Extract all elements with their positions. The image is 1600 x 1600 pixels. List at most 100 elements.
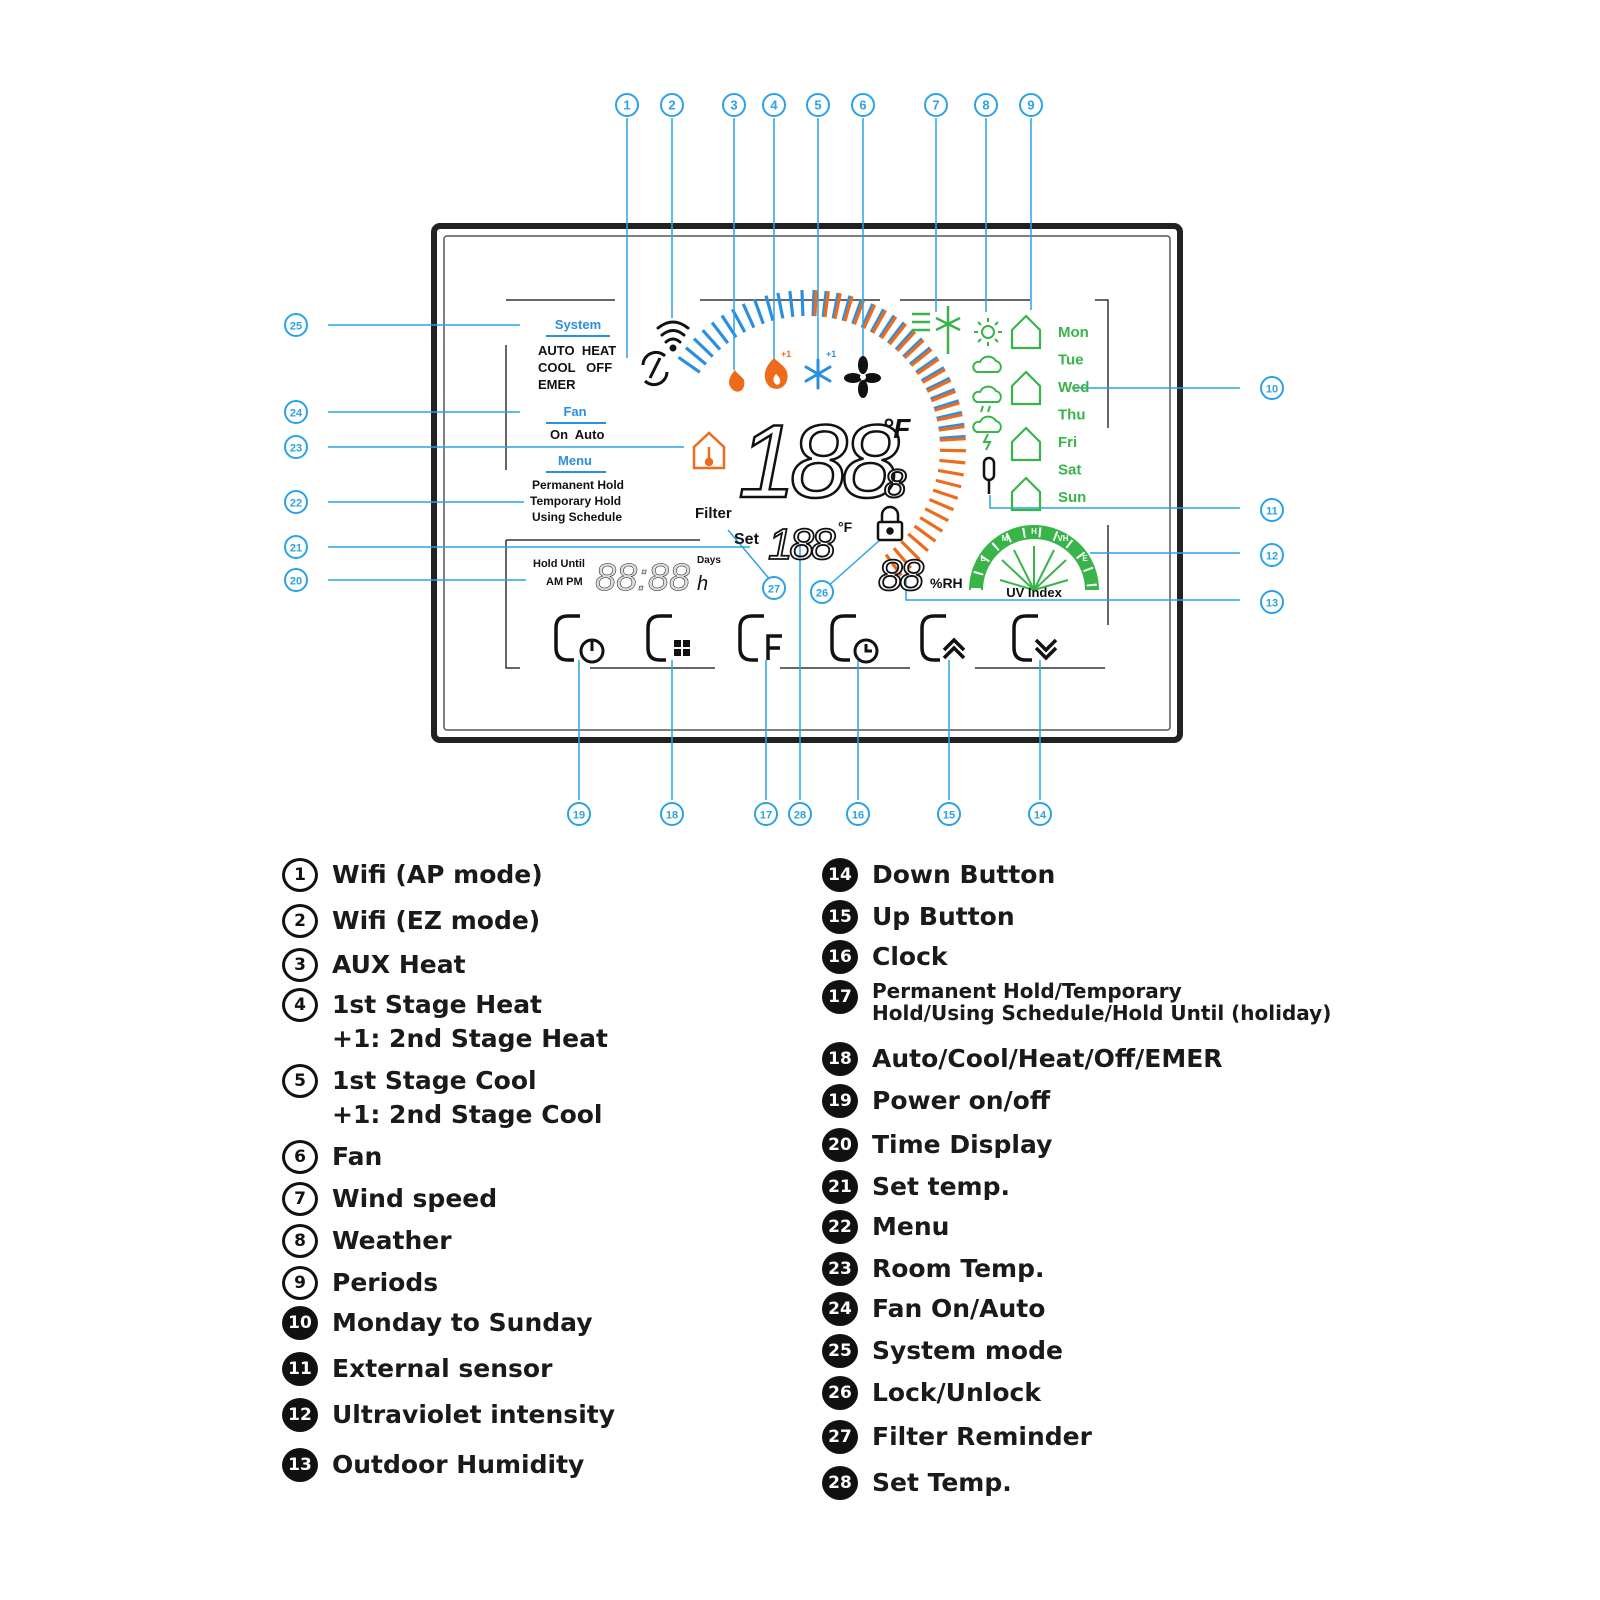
room-temp-house-icon xyxy=(692,431,726,470)
legend-text: AUX Heat xyxy=(332,950,466,979)
arc-segment xyxy=(888,322,907,346)
legend-text: Room Temp. xyxy=(872,1254,1045,1283)
legend-text: Periods xyxy=(332,1268,439,1297)
callout-leaders xyxy=(328,118,1240,800)
legend-text: Set temp. xyxy=(872,1172,1010,1201)
callout-number: 9 xyxy=(1027,98,1034,113)
callout-circle xyxy=(1260,498,1284,522)
fan-header: Fan xyxy=(563,404,586,419)
arc-segment xyxy=(701,329,722,351)
down-button[interactable] xyxy=(1012,614,1058,662)
callout-circle xyxy=(284,535,308,559)
filter-label: Filter xyxy=(695,505,732,522)
weekday-label: Sat xyxy=(1058,462,1081,479)
room-temp-decimal: 8 xyxy=(884,462,907,506)
time-digits: 88:88 xyxy=(595,557,690,599)
callout-number: 26 xyxy=(816,588,828,600)
weekday-label: Thu xyxy=(1058,407,1086,424)
callout-number: 19 xyxy=(573,810,585,822)
down-arrow-icon xyxy=(1034,638,1058,661)
arc-segment xyxy=(884,553,903,577)
arc-segment xyxy=(939,434,966,440)
legend-number: 8 xyxy=(282,1224,318,1258)
arc-segment xyxy=(813,290,818,317)
arc-segment xyxy=(880,315,898,340)
callout-number: 10 xyxy=(1266,384,1278,396)
rain-cloud-icon xyxy=(972,385,1002,413)
callout-circle xyxy=(1260,376,1284,400)
legend-text: Monday to Sunday xyxy=(332,1308,593,1337)
callout-circle xyxy=(1260,543,1284,567)
clock-button[interactable] xyxy=(830,614,879,664)
power-button[interactable] xyxy=(554,614,605,664)
arc-segment xyxy=(920,366,945,383)
button-frame xyxy=(646,614,672,662)
arc-segment xyxy=(788,290,795,318)
humidity-digits: 88 xyxy=(878,551,924,600)
uv-index-label: UV Index xyxy=(1006,585,1062,600)
arc-segment xyxy=(900,540,921,561)
snowflake-icon: +1 xyxy=(804,349,836,390)
callout-circle xyxy=(754,802,778,826)
legend-number: 17 xyxy=(822,980,858,1014)
legend-text: 1st Stage Heat +1: 2nd Stage Heat xyxy=(332,990,608,1053)
legend-text: Wind speed xyxy=(332,1184,498,1213)
legend-number: 11 xyxy=(282,1352,318,1386)
legend-text: Outdoor Humidity xyxy=(332,1450,585,1479)
callout-circle xyxy=(1028,802,1052,826)
legend-item: 10 Monday to Sunday xyxy=(282,1306,615,1352)
arc-segment xyxy=(692,337,714,358)
lock-icon xyxy=(876,505,904,542)
callout-number: 20 xyxy=(290,576,302,588)
device-frame xyxy=(431,223,1183,743)
button-frame xyxy=(554,614,580,662)
wifi-icon xyxy=(656,320,690,352)
arc-segment xyxy=(860,303,875,329)
days-label: Days xyxy=(697,555,721,566)
legend-number: 21 xyxy=(822,1170,858,1204)
arc-segment xyxy=(851,298,864,325)
legend-text: Weather xyxy=(332,1226,452,1255)
legend-number: 5 xyxy=(282,1064,318,1098)
grid-icon xyxy=(674,640,690,656)
callout-circle xyxy=(567,802,591,826)
callout-circle xyxy=(615,93,639,117)
am-pm-label: AM PM xyxy=(546,576,583,588)
system-mode-line: AUTO HEAT xyxy=(538,343,616,358)
mode-button[interactable] xyxy=(646,614,690,662)
up-button[interactable] xyxy=(920,614,966,662)
legend-number: 18 xyxy=(822,1042,858,1076)
callout-number: 25 xyxy=(290,321,302,333)
hours-unit: h xyxy=(697,573,708,595)
arc-segment xyxy=(938,424,965,432)
uv-index-gauge: UV Index L M H VH E xyxy=(969,525,1099,600)
arc-segment xyxy=(896,330,917,352)
stage-heat-icon: +1 xyxy=(764,349,791,389)
set-label: Set xyxy=(734,531,760,548)
hold-button[interactable] xyxy=(738,614,782,662)
callout-number: 23 xyxy=(290,443,302,455)
callout-number: 14 xyxy=(1034,810,1047,822)
storm-cloud-icon xyxy=(972,415,1002,451)
callout-number: 7 xyxy=(932,98,939,113)
callout-number: 5 xyxy=(814,98,821,113)
legend-text: Power on/off xyxy=(872,1086,1051,1115)
arc-segment xyxy=(852,299,866,326)
arc-segment xyxy=(936,410,963,420)
legend-number: 2 xyxy=(282,904,318,938)
legend-number: 10 xyxy=(282,1306,318,1340)
clock-icon xyxy=(853,638,879,664)
legend-number: 12 xyxy=(282,1398,318,1432)
arc-segment xyxy=(776,292,785,319)
external-sensor-icon xyxy=(982,456,996,494)
